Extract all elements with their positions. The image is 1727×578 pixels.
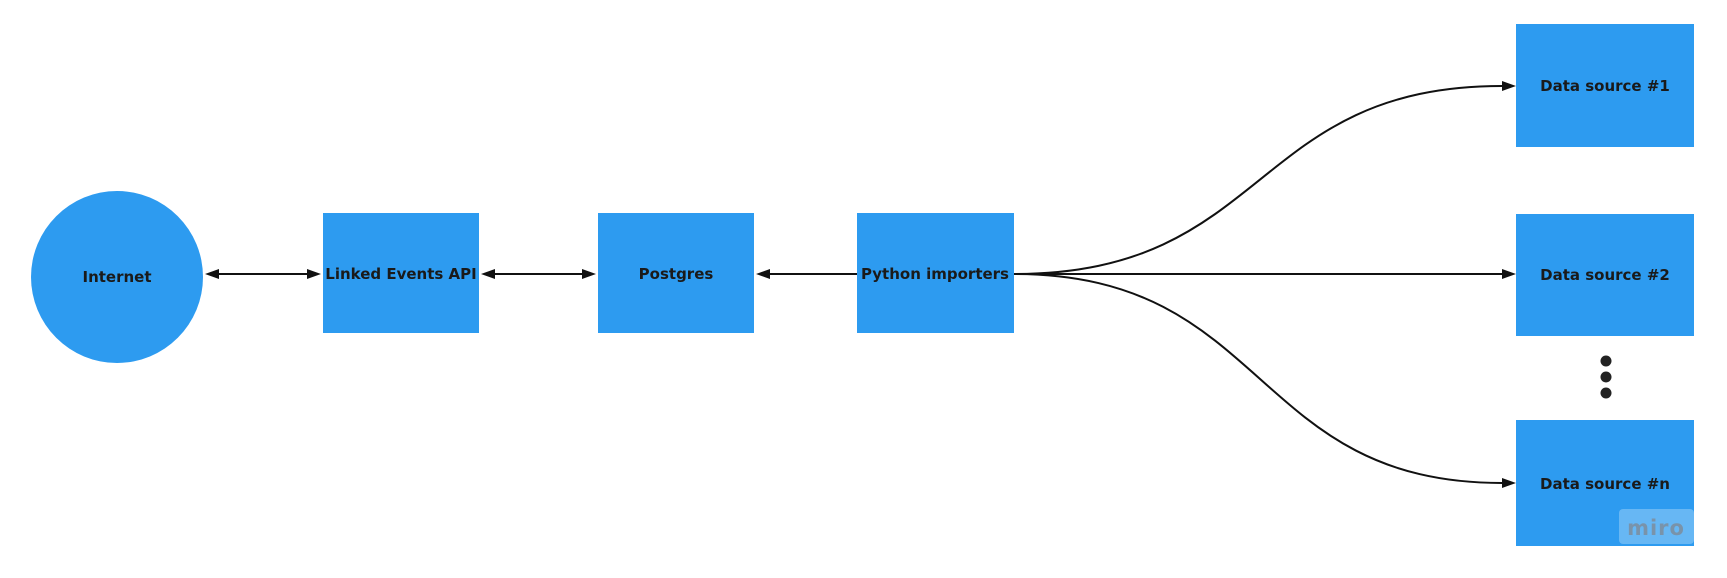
node-internet[interactable]: Internet [31,191,203,363]
data-source-n-rect[interactable] [1516,420,1694,546]
edge-python-importers-data-source-1[interactable] [1013,81,1516,275]
node-data-source-n[interactable]: Data source #n [1516,420,1694,546]
node-label-data-source-1: Data source #1 [1540,77,1670,95]
miro-watermark-label: miro [1627,516,1685,540]
node-label-python-importers: Python importers [861,265,1009,283]
edges [205,81,1516,488]
more-sources-ellipsis[interactable] [1600,355,1612,399]
miro-watermark: miro [1619,509,1694,544]
node-label-postgres: Postgres [639,265,714,283]
node-postgres[interactable]: Postgres [598,213,754,333]
edge-python-importers-data-source-n[interactable] [1013,273,1516,488]
miro-watermark-badge [1619,509,1694,544]
ellipsis-dot-icon [1600,355,1612,367]
postgres-rect[interactable] [598,213,754,333]
node-python-importers[interactable]: Python importers [857,213,1014,333]
data-source-2-rect[interactable] [1516,214,1694,336]
node-data-source-1[interactable]: Data source #1 [1516,24,1694,147]
node-label-internet: Internet [82,268,151,286]
node-label-data-source-n: Data source #n [1540,475,1670,493]
ellipsis-dot-icon [1600,387,1612,399]
data-source-1-rect[interactable] [1516,24,1694,147]
internet-circle[interactable] [31,191,203,363]
python-importers-rect[interactable] [857,213,1014,333]
linked-events-api-rect[interactable] [323,213,479,333]
node-label-linked-events-api: Linked Events API [325,265,476,283]
node-label-data-source-2: Data source #2 [1540,266,1670,284]
ellipsis-dot-icon [1600,371,1612,383]
node-linked-events-api[interactable]: Linked Events API [323,213,479,333]
node-data-source-2[interactable]: Data source #2 [1516,214,1694,336]
